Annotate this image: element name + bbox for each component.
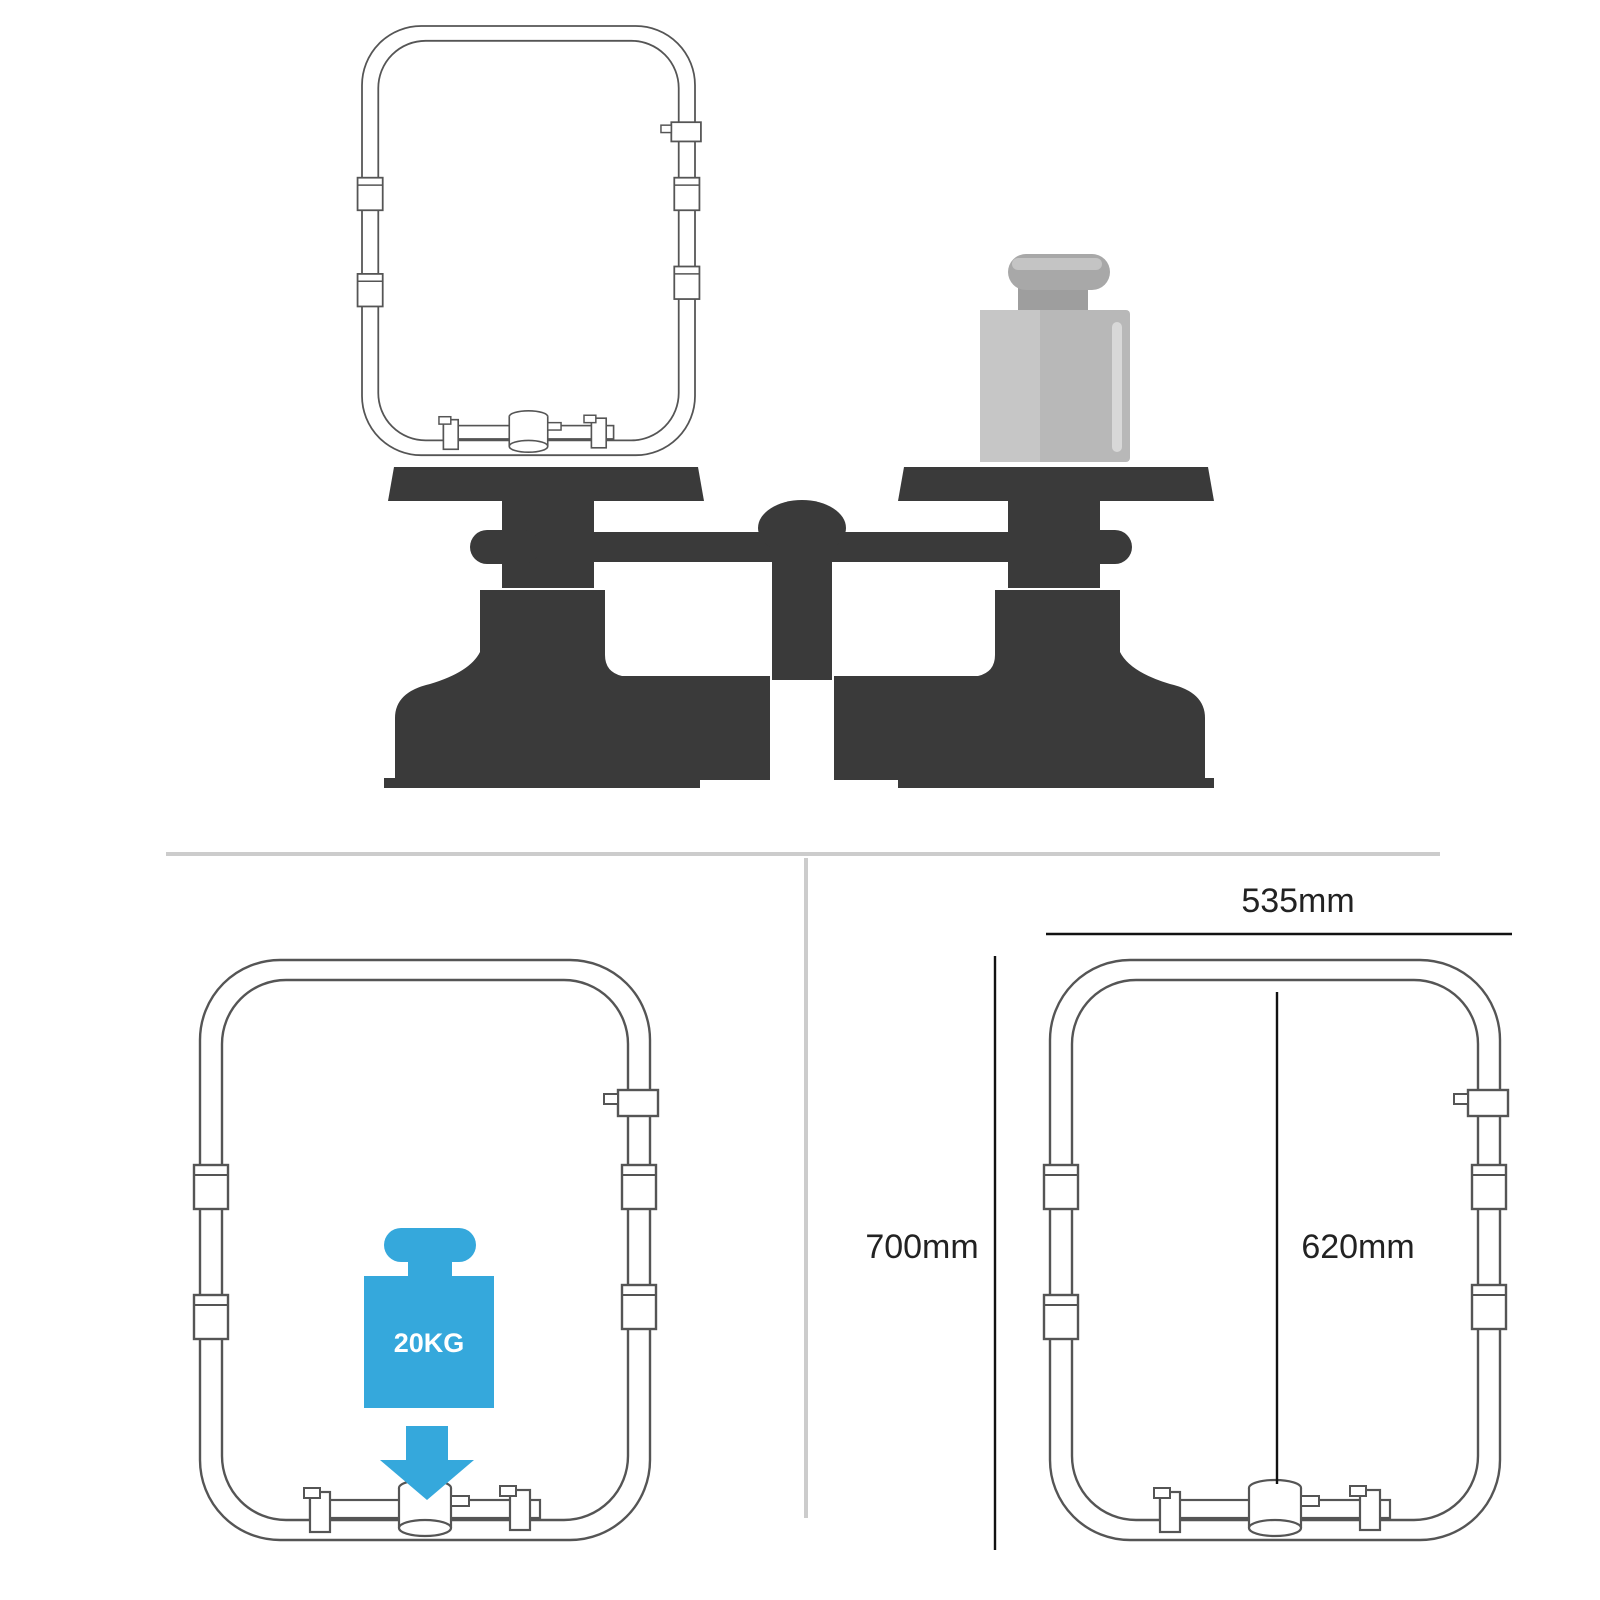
dimensions-panel: 535mm 700mm 620mm	[865, 882, 1512, 1550]
basket-frame-icon	[356, 25, 702, 457]
calibration-weight-icon	[980, 254, 1130, 462]
inner-height-label: 620mm	[1301, 1228, 1414, 1266]
weight-label: 20KG	[394, 1328, 465, 1358]
load-panel: 20KG	[192, 958, 660, 1542]
scale-panel	[356, 25, 1214, 788]
outer-height-label: 700mm	[865, 1228, 978, 1266]
load-weight: 20KG	[364, 1228, 494, 1408]
down-arrow-icon	[380, 1426, 474, 1500]
width-label: 535mm	[1241, 882, 1354, 920]
balance-scale-icon	[384, 467, 1214, 788]
